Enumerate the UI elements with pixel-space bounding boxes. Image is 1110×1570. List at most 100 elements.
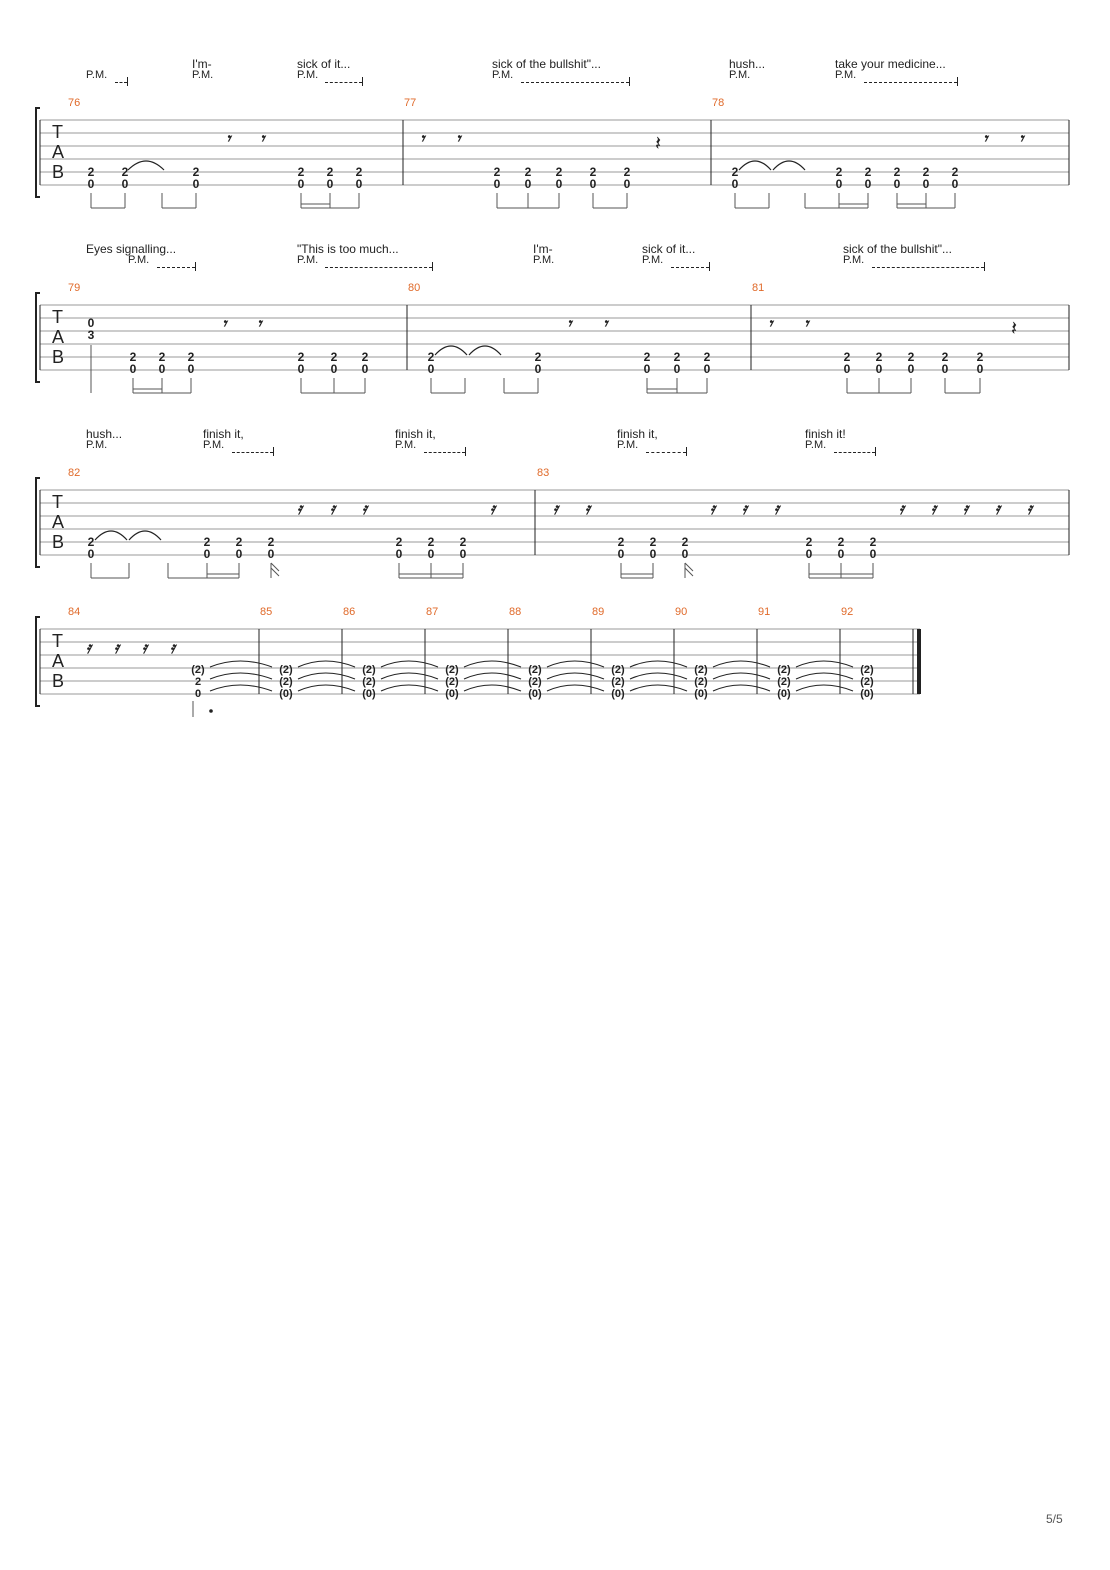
lyric: sick of it... — [297, 57, 351, 71]
palm-mute-end — [709, 262, 710, 271]
svg-text:A: A — [52, 327, 64, 347]
svg-text:𝄾: 𝄾 — [260, 131, 267, 148]
svg-text:(2): (2) — [445, 664, 459, 676]
svg-text:T: T — [52, 122, 63, 142]
svg-text:0: 0 — [836, 177, 843, 191]
svg-text:2: 2 — [525, 165, 532, 179]
svg-text:(2): (2) — [528, 676, 542, 688]
svg-text:0: 0 — [428, 362, 435, 376]
svg-text:𝄿: 𝄿 — [142, 640, 150, 657]
svg-text:(2): (2) — [611, 676, 625, 688]
svg-text:(0): (0) — [279, 688, 293, 700]
svg-text:2: 2 — [838, 535, 845, 549]
palm-mute-end — [195, 262, 196, 271]
svg-text:𝄾: 𝄾 — [257, 316, 264, 333]
svg-text:0: 0 — [870, 547, 877, 561]
svg-text:2: 2 — [159, 350, 166, 364]
svg-text:2: 2 — [952, 165, 959, 179]
svg-text:2: 2 — [88, 535, 95, 549]
svg-text:𝄾: 𝄾 — [1019, 131, 1026, 148]
svg-text:(0): (0) — [694, 688, 708, 700]
svg-text:2: 2 — [460, 535, 467, 549]
svg-text:T: T — [52, 631, 63, 651]
svg-text:2: 2 — [624, 165, 631, 179]
lyric: take your medicine... — [835, 57, 946, 71]
page-number: 5/5 — [1046, 1512, 1063, 1526]
svg-text:0: 0 — [88, 177, 95, 191]
palm-mute-end — [465, 447, 466, 456]
palm-mute-label: P.M. — [203, 439, 225, 451]
svg-text:(2): (2) — [191, 664, 205, 676]
svg-text:(0): (0) — [362, 688, 376, 700]
svg-text:0: 0 — [159, 362, 166, 376]
svg-text:0: 0 — [525, 177, 532, 191]
svg-text:(2): (2) — [860, 676, 874, 688]
svg-text:(0): (0) — [445, 688, 459, 700]
svg-text:2: 2 — [894, 165, 901, 179]
svg-text:(2): (2) — [279, 676, 293, 688]
svg-text:0: 0 — [806, 547, 813, 561]
svg-text:𝄿: 𝄿 — [330, 501, 338, 518]
measure-number: 82 — [68, 467, 81, 479]
palm-mute-line — [115, 82, 127, 83]
palm-mute-line — [864, 82, 957, 83]
svg-text:(0): (0) — [611, 688, 625, 700]
palm-mute-end — [686, 447, 687, 456]
svg-text:0: 0 — [188, 362, 195, 376]
svg-text:0: 0 — [838, 547, 845, 561]
svg-text:(2): (2) — [362, 664, 376, 676]
palm-mute-label: P.M. — [835, 69, 857, 81]
svg-text:0: 0 — [460, 547, 467, 561]
palm-mute-line — [232, 452, 273, 453]
svg-text:2: 2 — [88, 165, 95, 179]
svg-text:0: 0 — [268, 547, 275, 561]
svg-text:0: 0 — [396, 547, 403, 561]
lyric: Eyes signalling... — [86, 242, 177, 256]
svg-text:0: 0 — [865, 177, 872, 191]
svg-text:0: 0 — [942, 362, 949, 376]
svg-text:0: 0 — [618, 547, 625, 561]
palm-mute-label: P.M. — [805, 439, 827, 451]
svg-text:0: 0 — [298, 177, 305, 191]
palm-mute-label: P.M. — [642, 254, 664, 266]
svg-text:0: 0 — [556, 177, 563, 191]
palm-mute-end — [957, 77, 958, 86]
measure-number: 88 — [509, 606, 522, 618]
svg-text:2: 2 — [428, 350, 435, 364]
svg-text:𝄾: 𝄾 — [983, 131, 990, 148]
svg-text:2: 2 — [618, 535, 625, 549]
lyric: finish it, — [395, 427, 436, 441]
svg-text:𝄿: 𝄿 — [297, 501, 305, 518]
svg-text:𝄿: 𝄿 — [490, 501, 498, 518]
svg-text:𝄿: 𝄿 — [931, 501, 939, 518]
palm-mute-line — [834, 452, 875, 453]
svg-text:(2): (2) — [694, 664, 708, 676]
svg-text:B: B — [52, 532, 64, 552]
measure-number: 85 — [260, 606, 273, 618]
palm-mute-label: P.M. — [86, 439, 108, 451]
svg-text:0: 0 — [331, 362, 338, 376]
svg-text:0: 0 — [844, 362, 851, 376]
svg-text:2: 2 — [362, 350, 369, 364]
palm-mute-line — [671, 267, 709, 268]
palm-mute-line — [521, 82, 629, 83]
svg-text:(0): (0) — [777, 688, 791, 700]
measure-number: 79 — [68, 282, 81, 294]
svg-text:0: 0 — [356, 177, 363, 191]
svg-text:0: 0 — [682, 547, 689, 561]
svg-text:2: 2 — [682, 535, 689, 549]
svg-text:2: 2 — [732, 165, 739, 179]
palm-mute-label: P.M. — [617, 439, 639, 451]
svg-text:0: 0 — [894, 177, 901, 191]
svg-text:2: 2 — [650, 535, 657, 549]
palm-mute-line — [646, 452, 686, 453]
svg-text:0: 0 — [624, 177, 631, 191]
palm-mute-end — [875, 447, 876, 456]
svg-text:2: 2 — [193, 165, 200, 179]
svg-text:2: 2 — [494, 165, 501, 179]
svg-text:𝄿: 𝄿 — [710, 501, 718, 518]
svg-text:2: 2 — [942, 350, 949, 364]
palm-mute-label: P.M. — [297, 69, 319, 81]
svg-text:(2): (2) — [777, 676, 791, 688]
svg-text:0: 0 — [644, 362, 651, 376]
